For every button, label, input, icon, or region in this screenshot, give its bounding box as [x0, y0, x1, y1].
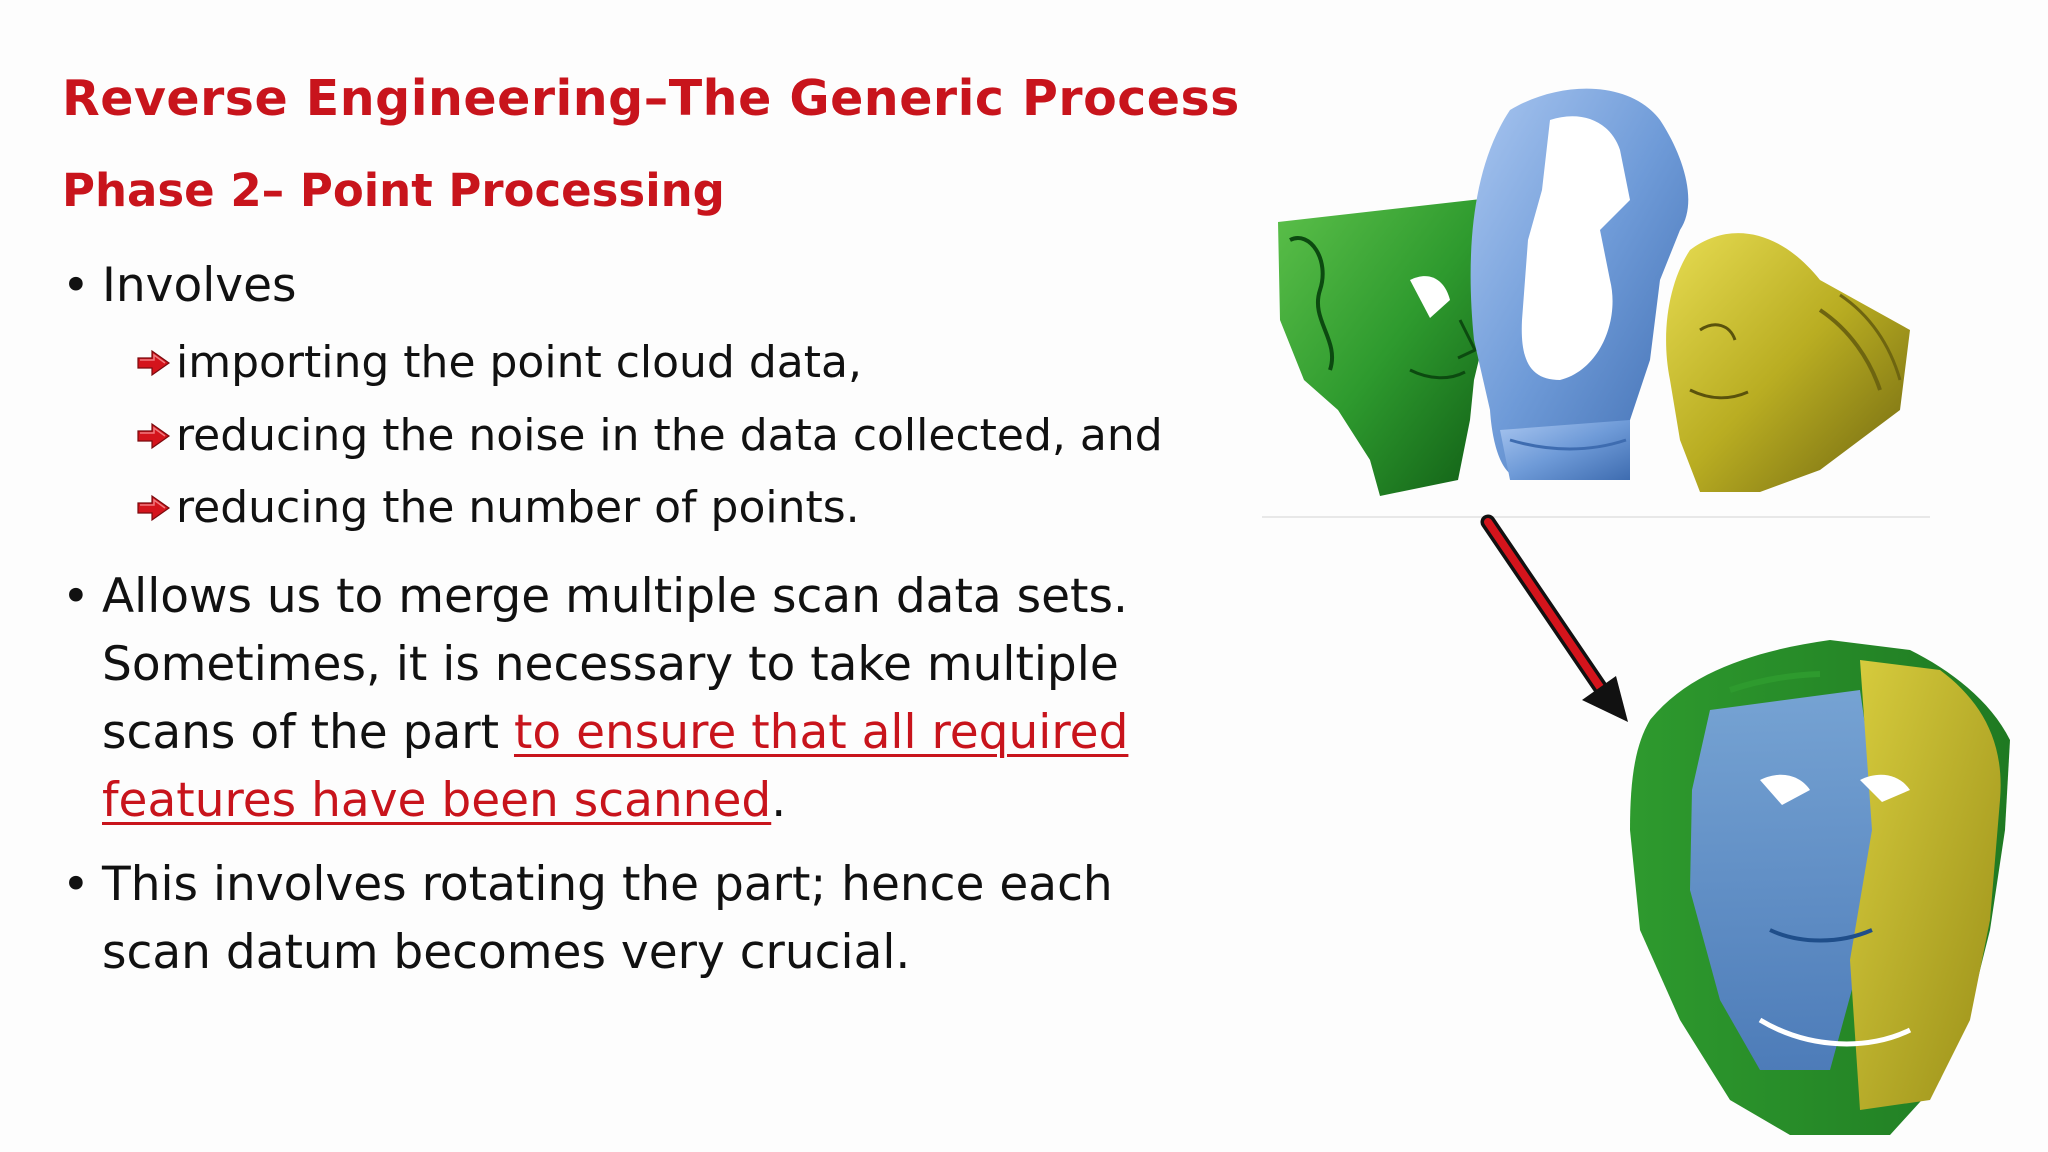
sub-item-importing: importing the point cloud data,	[136, 337, 862, 388]
bullet-involves: • Involves	[62, 252, 1212, 320]
bullet-line: scans of the part	[102, 705, 514, 760]
highlight-link-text[interactable]: features have been scanned	[102, 773, 772, 828]
sub-item-label: importing the point cloud data,	[176, 337, 862, 388]
slide-subtitle: Phase 2– Point Processing	[62, 164, 725, 217]
sub-item-reducing-points: reducing the number of points.	[136, 482, 860, 533]
blue-scan-shape	[1470, 88, 1689, 480]
bullet-line: scan datum becomes very crucial.	[102, 925, 911, 980]
bullet-line-end: .	[771, 773, 787, 828]
red-arrow-down-right-icon	[1480, 514, 1628, 722]
yellow-scan-shape	[1666, 233, 1910, 492]
bullet-merge-scans: • Allows us to merge multiple scan data …	[62, 563, 1212, 835]
red-arrow-icon	[137, 422, 171, 449]
bullet-dot: •	[62, 569, 90, 624]
bullet-line: This involves rotating the part; hence e…	[102, 857, 1113, 912]
red-arrow-icon	[137, 494, 171, 521]
merged-head-shape	[1630, 640, 2010, 1135]
sub-item-label: reducing the noise in the data collected…	[176, 410, 1163, 461]
merged-scan-image	[1630, 640, 2010, 1135]
bullet-rotating: • This involves rotating the part; hence…	[62, 851, 1212, 987]
bullet-text: Allows us to merge multiple scan data se…	[102, 563, 1212, 835]
bullet-line: Sometimes, it is necessary to take multi…	[102, 637, 1119, 692]
bullet-line: Allows us to merge multiple scan data se…	[102, 569, 1128, 624]
green-scan-shape	[1278, 198, 1500, 496]
bullet-text: This involves rotating the part; hence e…	[102, 851, 1212, 987]
image-baseline	[1262, 516, 1930, 518]
sub-item-reducing-noise: reducing the noise in the data collected…	[136, 410, 1163, 461]
sub-item-label: reducing the number of points.	[176, 482, 860, 533]
highlight-link-text[interactable]: to ensure that all required	[513, 705, 1129, 760]
separate-scans-image	[1278, 88, 1910, 496]
bullet-text: Involves	[102, 258, 297, 313]
slide-title: Reverse Engineering–The Generic Process	[62, 70, 1240, 127]
bullet-dot: •	[62, 258, 90, 313]
bullet-dot: •	[62, 857, 90, 912]
red-arrow-icon	[137, 349, 171, 376]
